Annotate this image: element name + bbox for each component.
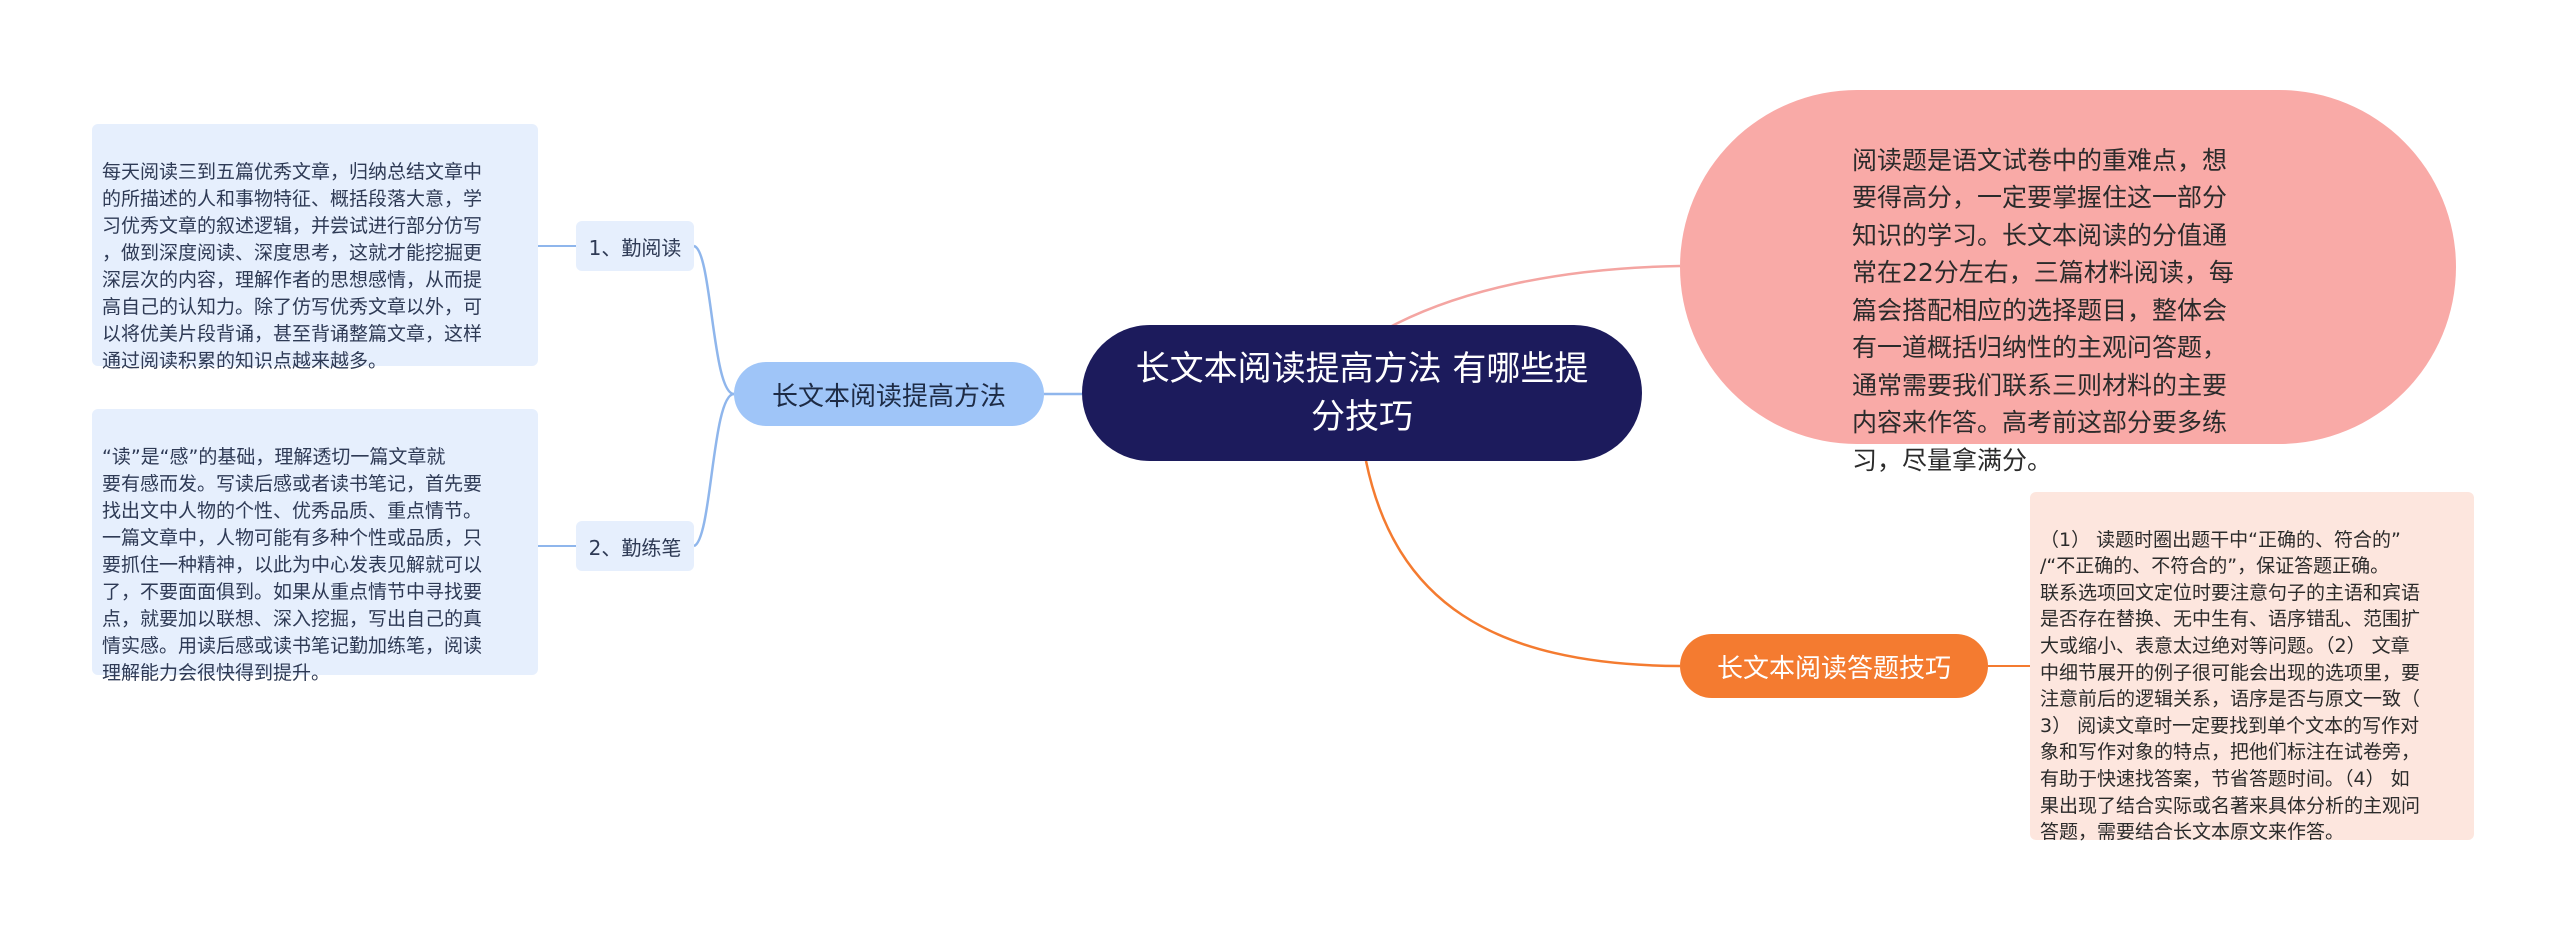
reading-detail-note[interactable]: 每天阅读三到五篇优秀文章，归纳总结文章中 的所描述的人和事物特征、概括段落大意，…	[92, 124, 538, 372]
subtopic-reading-label: 1、勤阅读	[588, 235, 682, 260]
intro-note-text: 阅读题是语文试卷中的重难点，想 要得高分，一定要掌握住这一部分 知识的学习。长文…	[1852, 145, 2234, 475]
link-methods-writing	[693, 392, 735, 548]
answer-tips-note[interactable]: （1） 读题时圈出题干中“正确的、符合的” /“不正确的、不符合的”，保证答题正…	[2030, 492, 2474, 843]
branch-answer-tips-label: 长文本阅读答题技巧	[1716, 653, 1951, 684]
branch-answer-tips[interactable]: 长文本阅读答题技巧	[1680, 634, 1988, 698]
reading-detail-text: 每天阅读三到五篇优秀文章，归纳总结文章中 的所描述的人和事物特征、概括段落大意，…	[102, 161, 483, 372]
answer-tips-text: （1） 读题时圈出题干中“正确的、符合的” /“不正确的、不符合的”，保证答题正…	[2040, 528, 2421, 844]
subtopic-writing-label: 2、勤练笔	[588, 535, 682, 560]
subtopic-writing[interactable]: 2、勤练笔	[576, 521, 694, 571]
writing-detail-note[interactable]: “读”是“感”的基础，理解透切一篇文章就 要有感而发。写读后感或者读书笔记，首先…	[92, 409, 538, 684]
intro-note[interactable]: 阅读题是语文试卷中的重难点，想 要得高分，一定要掌握住这一部分 知识的学习。长文…	[1680, 90, 2456, 475]
central-topic-label: 长文本阅读提高方法 有哪些提分技巧	[1135, 349, 1589, 437]
branch-reading-methods-label: 长文本阅读提高方法	[771, 381, 1006, 412]
subtopic-reading[interactable]: 1、勤阅读	[576, 221, 694, 271]
writing-detail-text: “读”是“感”的基础，理解透切一篇文章就 要有感而发。写读后感或者读书笔记，首先…	[102, 446, 483, 684]
link-methods-reading	[693, 244, 735, 396]
central-topic[interactable]: 长文本阅读提高方法 有哪些提分技巧	[1082, 325, 1642, 461]
link-center-answer-tips	[1364, 460, 1681, 668]
link-center-intro	[1389, 264, 1681, 329]
branch-reading-methods[interactable]: 长文本阅读提高方法	[734, 362, 1044, 426]
